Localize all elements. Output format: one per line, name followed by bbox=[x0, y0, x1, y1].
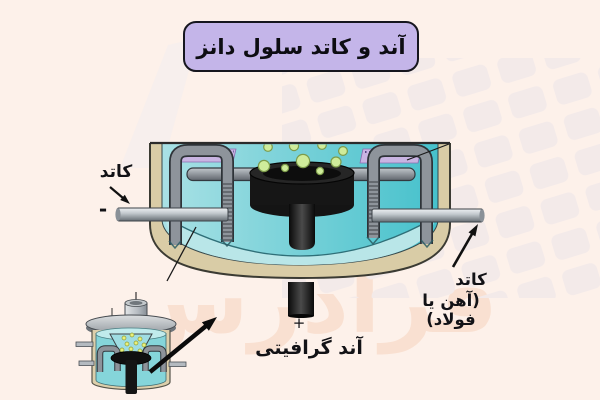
cathode-right-pointer-arrow-icon bbox=[451, 224, 478, 268]
cathode-tube-left bbox=[169, 144, 234, 245]
vessel-floor bbox=[166, 218, 434, 265]
cathode-left-pointer-arrow-icon bbox=[109, 186, 130, 204]
cathode-rod-left bbox=[115, 207, 229, 222]
cathode-right-label-line1: کاتد bbox=[455, 270, 487, 289]
page-title: آند و کاتد سلول دانز bbox=[183, 21, 419, 72]
inset-tube-left bbox=[96, 345, 121, 372]
anode-label: آند گرافیتی bbox=[255, 337, 363, 359]
magnify-arrow-icon bbox=[148, 317, 217, 374]
background-band bbox=[120, 38, 198, 168]
anode-plus-sign: + bbox=[292, 314, 306, 332]
leader-line-left bbox=[166, 226, 197, 282]
leader-line-right bbox=[406, 143, 450, 161]
vessel-floor-edge bbox=[165, 217, 435, 257]
inset-rod bbox=[75, 341, 94, 347]
inset-rod bbox=[168, 361, 187, 367]
inset-anode-stem bbox=[125, 360, 137, 394]
cathode-minus-sign: - bbox=[98, 197, 108, 221]
page-title-text: آند و کاتد سلول دانز bbox=[196, 34, 406, 59]
chlorine-gas-bubbles bbox=[257, 144, 349, 176]
tube-feet-marks bbox=[168, 236, 434, 250]
anode-stem-upper bbox=[289, 204, 315, 250]
cathode-rod-right bbox=[371, 208, 485, 223]
inset-rod bbox=[78, 360, 95, 366]
anode-stem-lower bbox=[288, 282, 314, 318]
graphite-anode bbox=[249, 161, 355, 250]
main-cell-cutaway bbox=[115, 141, 485, 318]
inset-overview-cell bbox=[75, 292, 187, 394]
inset-tube-right bbox=[142, 345, 167, 372]
cathode-left-label: کاتد bbox=[99, 162, 133, 182]
cathode-right-label-line2: (آهن یا فولاد) bbox=[422, 291, 480, 329]
